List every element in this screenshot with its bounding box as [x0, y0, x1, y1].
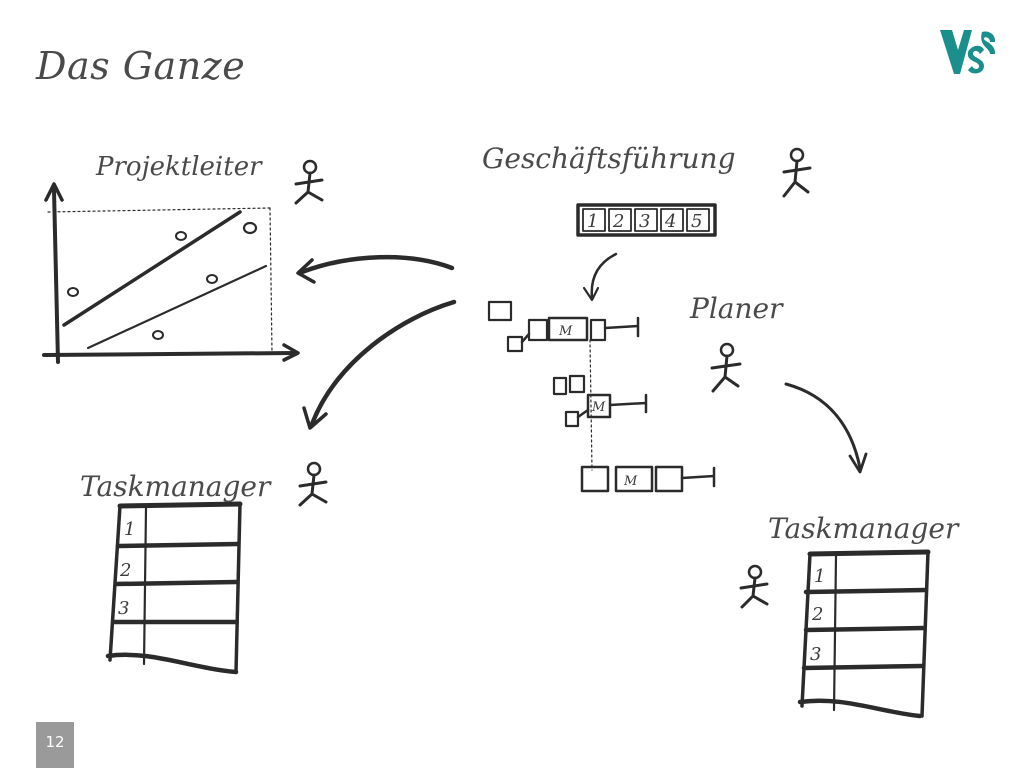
person-icon-geschaeftsfuehrung: [782, 147, 812, 198]
task-row-right-2: 2: [811, 604, 823, 625]
phase-box-5: 5: [691, 211, 702, 232]
page-number: 12: [45, 733, 65, 751]
phase-box-1: 1: [587, 211, 598, 232]
task-row-2: 2: [119, 560, 131, 581]
flow-arrows: [296, 252, 868, 474]
task-row-3: 3: [118, 598, 129, 619]
label-taskmanager-left: Taskmanager: [80, 470, 271, 503]
milestone-label-2: M: [591, 400, 606, 415]
vs-logo: [938, 28, 998, 76]
task-table-right: 1 2 3: [797, 549, 931, 719]
phase-boxes: 1 2 3 4 5: [576, 203, 717, 237]
person-icon-taskmanager-right: [739, 564, 769, 609]
task-row-right-1: 1: [814, 566, 825, 587]
milestone-label-1: M: [558, 324, 573, 339]
projektleiter-scatter-sketch: [42, 182, 300, 364]
task-row-1: 1: [124, 519, 135, 540]
slide-title: Das Ganze: [36, 44, 246, 88]
task-row-right-3: 3: [810, 644, 821, 665]
person-icon-planer: [710, 342, 742, 393]
planning-gantt-sketch: M M M: [487, 300, 716, 493]
label-geschaeftsfuehrung: Geschäftsführung: [482, 142, 736, 175]
label-projektleiter: Projektleiter: [96, 152, 262, 182]
phase-box-4: 4: [664, 211, 676, 232]
person-icon-projektleiter: [294, 159, 324, 205]
phase-box-2: 2: [612, 211, 624, 232]
milestone-label-3: M: [623, 474, 638, 489]
page-number-badge: [36, 722, 74, 768]
phase-box-3: 3: [639, 211, 650, 232]
label-taskmanager-right: Taskmanager: [768, 512, 959, 545]
person-icon-taskmanager-left: [298, 461, 328, 507]
label-planer: Planer: [690, 292, 783, 325]
task-table-left: 1 2 3: [105, 501, 243, 675]
